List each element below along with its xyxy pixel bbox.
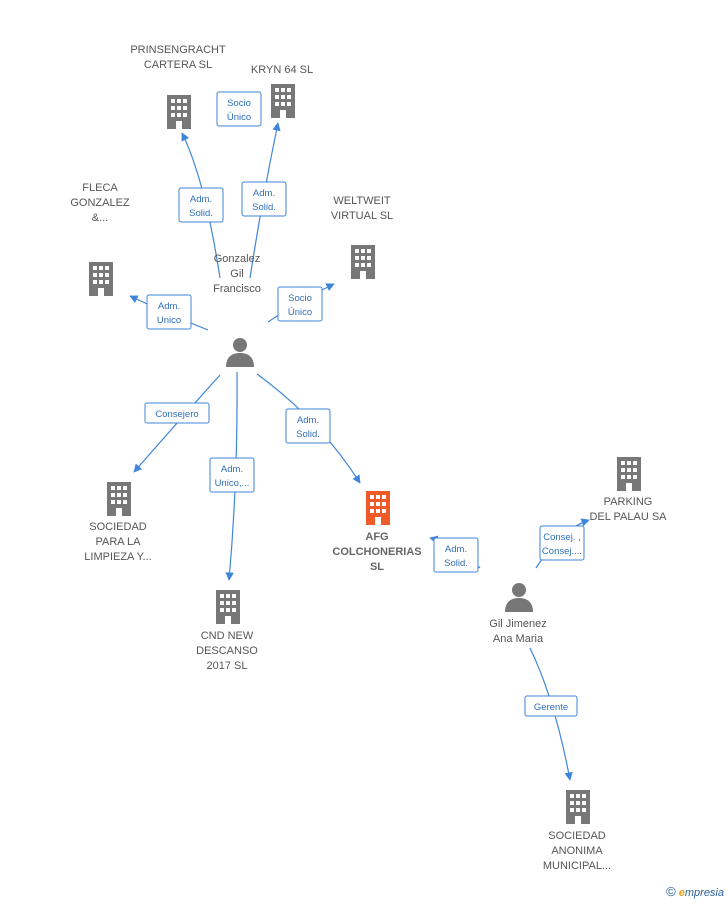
edge-label-text: Adm.	[158, 301, 180, 312]
building-icon	[566, 790, 590, 824]
building-icon	[89, 262, 113, 296]
node-prinsengracht[interactable]: PRINSENGRACHT CARTERA SL	[130, 44, 226, 129]
node-label: FLECA	[82, 182, 118, 194]
edge-label-box	[433, 537, 479, 573]
edge-label-gonzalez-cnd[interactable]: Adm. Unico,...	[209, 457, 255, 493]
edge-label-text: Adm.	[297, 415, 319, 426]
node-label: ANONIMA	[551, 845, 603, 857]
node-label: Gonzalez	[214, 253, 260, 265]
edge-label-box	[539, 525, 585, 561]
node-label: DEL PALAU SA	[589, 511, 667, 523]
node-label: GONZALEZ	[70, 197, 130, 209]
node-label: MUNICIPAL...	[543, 860, 611, 872]
building-icon	[167, 95, 191, 129]
node-label: PRINSENGRACHT	[130, 44, 226, 56]
edge-label-box	[178, 187, 224, 223]
edge-label-gonzalez-fleca[interactable]: Adm. Unico	[146, 294, 192, 330]
node-weltweit[interactable]: WELTWEIT VIRTUAL SL	[331, 195, 393, 279]
node-label: CND NEW	[201, 630, 254, 642]
edge-label-text: Solid.	[252, 202, 276, 213]
building-icon	[351, 245, 375, 279]
node-label: Gil	[230, 268, 243, 280]
edge-labels-layer: Adm.Solid.Adm.Solid.SocioÚnicoAdm.UnicoS…	[144, 91, 585, 717]
node-label: KRYN 64 SL	[251, 64, 313, 76]
node-label: VIRTUAL SL	[331, 210, 393, 222]
node-label: Gil Jimenez	[489, 618, 546, 630]
node-label: PARA LA	[95, 536, 141, 548]
edge-label-text: Adm.	[445, 544, 467, 555]
building-icon	[216, 590, 240, 624]
brand-initial: e	[678, 887, 685, 899]
edge-label-gonzalez-sociedad_limpieza[interactable]: Consejero	[144, 402, 210, 424]
edge-label-text: Unico	[157, 315, 181, 326]
node-label: LIMPIEZA Y...	[84, 551, 151, 563]
edge-label-gonzalez-kryn[interactable]: Adm. Solid.	[241, 181, 287, 217]
building-icon	[366, 491, 390, 525]
edge-label-gonzalez-prinsengracht[interactable]: Adm. Solid.	[178, 187, 224, 223]
edge-label-text: Adm.	[221, 464, 243, 475]
copyright-icon: ©	[666, 884, 676, 899]
node-kryn[interactable]: KRYN 64 SL	[251, 64, 313, 118]
node-label: Francisco	[213, 283, 261, 295]
edge-label-box	[216, 91, 262, 127]
edge-label-text: Gerente	[534, 702, 568, 713]
node-cnd[interactable]: CND NEW DESCANSO 2017 SL	[196, 590, 258, 672]
edge-label-box	[209, 457, 255, 493]
edge-label-text: Solid.	[296, 429, 320, 440]
node-label: SOCIEDAD	[548, 830, 606, 842]
edge-label-box	[277, 286, 323, 322]
edge-label-text: Solid.	[444, 558, 468, 569]
building-icon	[107, 482, 131, 516]
node-label: &...	[92, 212, 109, 224]
edge-label-text: Adm.	[190, 194, 212, 205]
edge-label-text: Solid.	[189, 208, 213, 219]
node-label: SL	[370, 561, 384, 573]
edge-label-gonzalez-afg[interactable]: Adm. Solid.	[285, 408, 331, 444]
person-icon	[226, 338, 254, 367]
node-sociedad_limpieza[interactable]: SOCIEDAD PARA LA LIMPIEZA Y...	[84, 482, 152, 563]
node-label: DESCANSO	[196, 645, 258, 657]
node-sociedad_municipal[interactable]: SOCIEDAD ANONIMA MUNICIPAL...	[543, 790, 611, 872]
edge-label-text: Socio	[288, 293, 312, 304]
edge-label-text: Consejero	[155, 409, 198, 420]
edge-label-box	[524, 695, 578, 717]
edge-label-box	[285, 408, 331, 444]
footer-brand: ©empresia	[666, 884, 724, 899]
node-label: CARTERA SL	[144, 59, 212, 71]
building-icon	[617, 457, 641, 491]
node-afg[interactable]: AFG COLCHONERIAS SL	[332, 491, 422, 573]
edge-label-box	[241, 181, 287, 217]
person-icon	[505, 583, 533, 612]
node-label: AFG	[365, 531, 388, 543]
node-label: COLCHONERIAS	[332, 546, 421, 558]
edge-label-gil_ana-parking[interactable]: Consej. , Consej....	[539, 525, 585, 561]
node-label: SOCIEDAD	[89, 521, 147, 533]
edge-label-text: Unico,...	[215, 478, 250, 489]
edge-label-text: Adm.	[253, 188, 275, 199]
edge-label-text: Único	[227, 112, 251, 123]
edge-label-gil_ana-afg[interactable]: Adm. Solid.	[433, 537, 479, 573]
edge-gonzalez-sociedad_limpieza	[133, 374, 221, 473]
edge-label-gil_ana-sociedad_municipal[interactable]: Gerente	[524, 695, 578, 717]
edge-label-box	[144, 402, 210, 424]
node-fleca[interactable]: FLECA GONZALEZ &...	[70, 182, 130, 296]
node-label: Ana Maria	[493, 633, 544, 645]
building-icon	[271, 84, 295, 118]
node-label: PARKING	[604, 496, 653, 508]
node-parking[interactable]: PARKING DEL PALAU SA	[589, 457, 667, 523]
edge-label-text: Socio	[227, 98, 251, 109]
edge-label-box	[146, 294, 192, 330]
edge-label-text: Consej. ,	[543, 532, 581, 543]
node-label: WELTWEIT	[333, 195, 391, 207]
brand-name: mpresia	[684, 887, 724, 899]
edge-label-text: Consej....	[542, 546, 582, 557]
node-label: 2017 SL	[207, 660, 248, 672]
edge-label-text: Único	[288, 307, 312, 318]
